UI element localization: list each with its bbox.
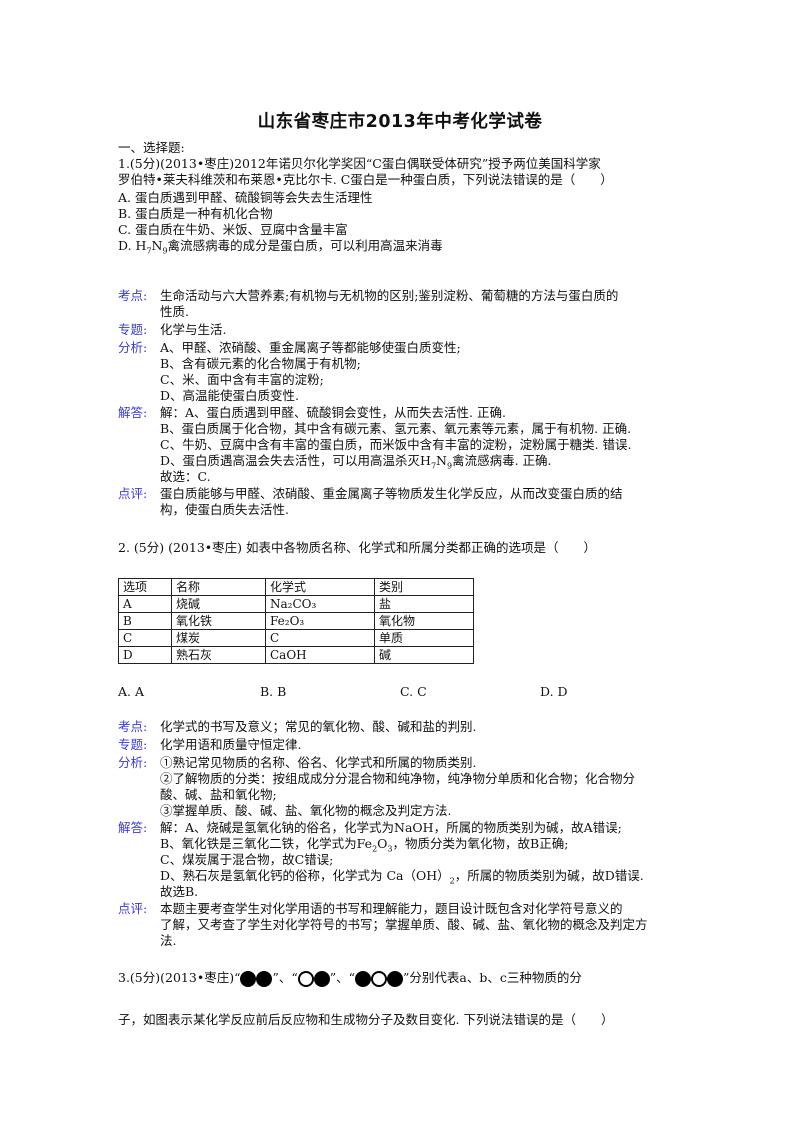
q2-dianping-line2: 了解，又考查了学生对化学符号的书写；掌握单质、酸、碱、盐、氧化物的概念及判定方 <box>160 917 648 932</box>
q1-jieda-line2: B、蛋白质属于化合物，其中含有碳元素、氢元素、氧元素等元素，属于有机物. 正确. <box>160 421 632 436</box>
q2-kaodian-label: 考点: <box>118 719 148 734</box>
q1-fenxi-label: 分析: <box>118 340 148 355</box>
q2-option-a: A. A <box>118 684 145 699</box>
q1-option-c: C. 蛋白质在牛奶、米饭、豆腐中含量丰富 <box>118 222 348 237</box>
table-cell: 熟石灰 <box>171 646 266 664</box>
table-row: B 氧化铁 Fe₂O₃ 氧化物 <box>118 612 474 630</box>
q1-jieda-label: 解答: <box>118 405 148 420</box>
q1-jieda-line3: C、牛奶、豆腐中含有丰富的蛋白质，而米饭中含有丰富的淀粉，淀粉属于糖类. 错误. <box>160 437 632 452</box>
q1-option-a: A. 蛋白质遇到甲醛、硫酸铜等会失去生活理性 <box>118 190 373 205</box>
q2-fenxi-line3: 酸、碱、盐和氧化物; <box>160 787 277 802</box>
table-row: A 烧碱 Na₂CO₃ 盐 <box>118 595 474 613</box>
table-row: D 熟石灰 CaOH 碱 <box>118 646 474 664</box>
table-cell: 单质 <box>374 629 474 647</box>
q2-jieda-label: 解答: <box>118 820 148 835</box>
q1-jieda-line1: 解：A、蛋白质遇到甲醛、硫酸铜会变性，从而失去活性. 正确. <box>160 405 506 420</box>
q1-option-d: D. H7N9禽流感病毒的成分是蛋白质，可以利用高温来消毒 <box>118 238 443 256</box>
table-header-cell: 选项 <box>118 578 172 596</box>
q1-kaodian-line1: 生命活动与六大营养素;有机物与无机物的区别;鉴别淀粉、葡萄糖的方法与蛋白质的 <box>160 288 619 303</box>
q1-zhuanti-text: 化学与生活. <box>160 322 227 337</box>
q1-kaodian-line2: 性质. <box>160 304 189 319</box>
q1-stem-line2: 罗伯特•莱夫科维茨和布莱恩•克比尔卡. C蛋白是一种蛋白质，下列说法错误的是（ … <box>118 172 613 187</box>
q1-dianping-line2: 构，使蛋白质失去活性. <box>160 502 289 517</box>
table-cell: C <box>265 629 375 647</box>
q1-fenxi-line3: C、米、面中含有丰富的淀粉; <box>160 372 324 387</box>
molecule-b-icon <box>297 969 330 989</box>
table-cell: Na₂CO₃ <box>265 595 375 613</box>
q2-fenxi-line4: ③掌握单质、酸、碱、盐、氧化物的概念及判定方法. <box>160 803 452 818</box>
table-cell: C <box>118 629 172 647</box>
q2-dianping-line1: 本题主要考查学生对化学用语的书写和理解能力，题目设计既包含对化学符号意义的 <box>160 901 623 916</box>
q1-fenxi-line2: B、含有碳元素的化合物属于有机物; <box>160 356 361 371</box>
table-cell: CaOH <box>265 646 375 664</box>
q2-table: 选项 名称 化学式 类别 A 烧碱 Na₂CO₃ 盐 B 氧化铁 Fe₂O₃ 氧… <box>118 578 474 664</box>
table-cell: D <box>118 646 172 664</box>
q1-jieda-line4: D、蛋白质遇高温会失去活性，可以用高温杀灭H7N9禽流感病毒. 正确. <box>160 453 552 471</box>
q2-jieda-line2: B、氧化铁是三氧化二铁，化学式为Fe2O3，物质分类为氧化物，故B正确; <box>160 836 569 854</box>
q2-dianping-label: 点评: <box>118 901 148 916</box>
table-cell: B <box>118 612 172 630</box>
section-heading: 一、选择题: <box>118 140 185 155</box>
q1-dianping-line1: 蛋白质能够与甲醛、浓硝酸、重金属离子等物质发生化学反应，从而改变蛋白质的结 <box>160 486 623 501</box>
table-header-cell: 化学式 <box>265 578 375 596</box>
molecule-a-icon <box>240 969 273 989</box>
q3-stem-line2: 子，如图表示某化学反应前后反应物和生成物分子及数目变化. 下列说法错误的是（ ） <box>118 1012 614 1027</box>
table-header-cell: 名称 <box>171 578 266 596</box>
q1-dianping-label: 点评: <box>118 486 148 501</box>
table-cell: 烧碱 <box>171 595 266 613</box>
molecule-c-icon <box>355 969 404 989</box>
table-header-row: 选项 名称 化学式 类别 <box>118 578 474 596</box>
table-cell: 碱 <box>374 646 474 664</box>
q2-jieda-line4: D、熟石灰是氢氧化钙的俗称，化学式为 Ca（OH）2，所属的物质类别为碱，故D错… <box>160 868 644 886</box>
table-cell: 氧化物 <box>374 612 474 630</box>
page-title: 山东省枣庄市2013年中考化学试卷 <box>257 112 543 132</box>
q2-stem: 2. (5分) (2013•枣庄) 如表中各物质名称、化学式和所属分类都正确的选… <box>118 540 596 555</box>
q2-jieda-line1: 解：A、烧碱是氢氧化钠的俗名，化学式为NaOH，所属的物质类别为碱，故A错误; <box>160 820 622 835</box>
table-cell: 盐 <box>374 595 474 613</box>
q2-jieda-line3: C、煤炭属于混合物，故C错误; <box>160 852 334 867</box>
q2-zhuanti-text: 化学用语和质量守恒定律. <box>160 737 302 752</box>
table-cell: 煤炭 <box>171 629 266 647</box>
q2-fenxi-line2: ②了解物质的分类：按组成成分分混合物和纯净物，纯净物分单质和化合物；化合物分 <box>160 771 636 786</box>
q2-kaodian-text: 化学式的书写及意义；常见的氧化物、酸、碱和盐的判别. <box>160 719 477 734</box>
q2-fenxi-line1: ①熟记常见物质的名称、俗名、化学式和所属的物质类别. <box>160 755 477 770</box>
q2-option-d: D. D <box>540 684 568 699</box>
q3-stem-line1: 3.(5分)(2013•枣庄)“”、“”、“”分别代表a、b、c三种物质的分 <box>118 968 582 989</box>
q1-option-b: B. 蛋白质是一种有机化合物 <box>118 206 273 221</box>
q1-kaodian-label: 考点: <box>118 288 148 303</box>
q1-jieda-line5: 故选：C. <box>160 469 211 484</box>
table-row: C 煤炭 C 单质 <box>118 629 474 647</box>
q1-zhuanti-label: 专题: <box>118 322 148 337</box>
table-header-cell: 类别 <box>374 578 474 596</box>
q2-fenxi-label: 分析: <box>118 755 148 770</box>
q2-option-c: C. C <box>400 684 427 699</box>
q2-option-b: B. B <box>260 684 287 699</box>
q1-fenxi-line4: D、高温能使蛋白质变性. <box>160 388 299 403</box>
q1-stem-line1: 1.(5分)(2013•枣庄)2012年诺贝尔化学奖因“C蛋白偶联受体研究”授予… <box>118 156 601 171</box>
table-cell: 氧化铁 <box>171 612 266 630</box>
q2-jieda-line5: 故选B. <box>160 884 199 899</box>
q2-zhuanti-label: 专题: <box>118 737 148 752</box>
q1-fenxi-line1: A、甲醛、浓硝酸、重金属离子等都能够使蛋白质变性; <box>160 340 461 355</box>
table-cell: Fe₂O₃ <box>265 612 375 630</box>
table-cell: A <box>118 595 172 613</box>
q2-dianping-line3: 法. <box>160 933 177 948</box>
